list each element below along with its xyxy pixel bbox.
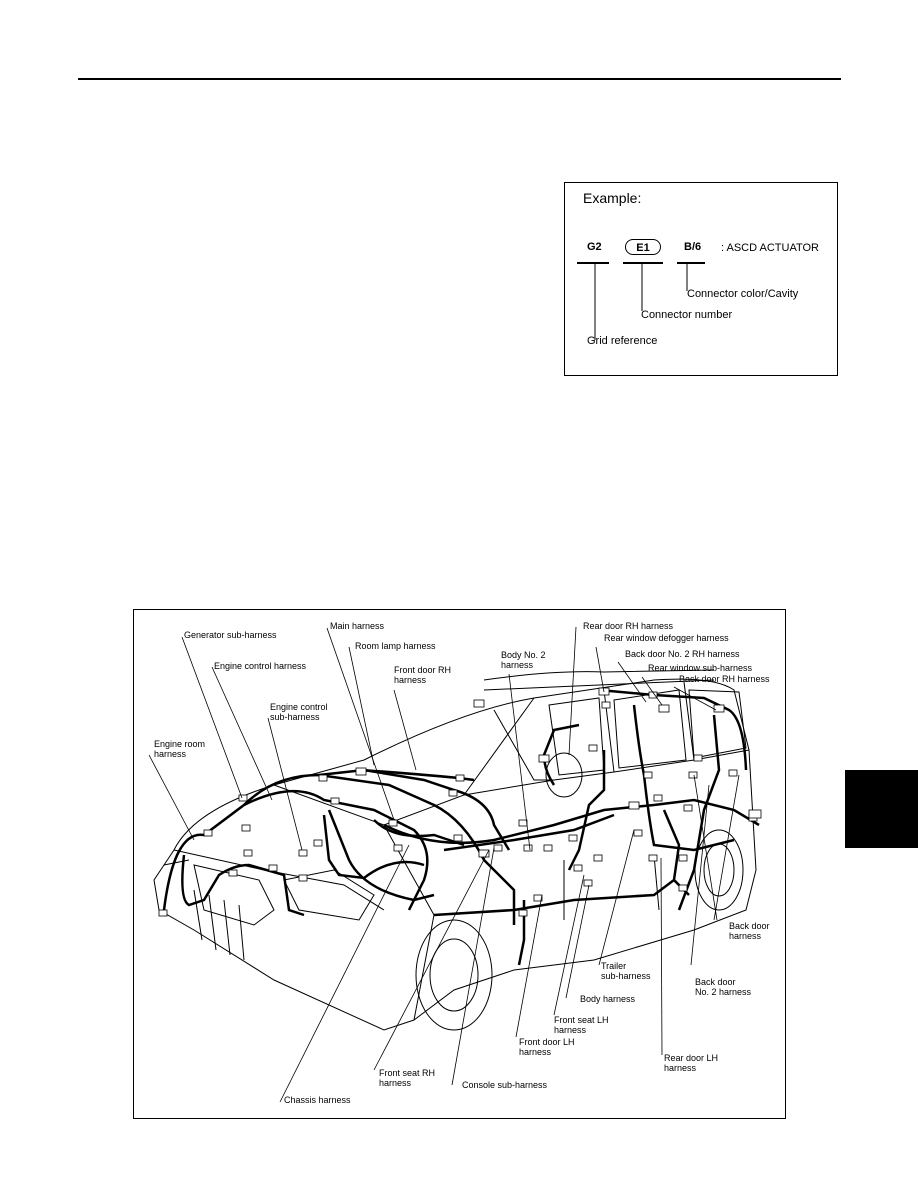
label-console-sub-harness: Console sub-harness	[462, 1080, 548, 1090]
label-back-door-no2-harness: Back door No. 2 harness	[695, 977, 752, 997]
example-box: Example: G2 E1 B/6 : ASCD ACTUATOR Conne…	[564, 182, 838, 376]
example-grid-code: G2	[587, 241, 602, 253]
label-back-door-harness: Back door harness	[729, 921, 770, 941]
label-front-seat-rh-harness: Front seat RH harness	[379, 1068, 436, 1088]
label-connector-number: Connector number	[641, 309, 733, 321]
label-chassis-harness: Chassis harness	[284, 1095, 351, 1105]
leader-lines	[148, 626, 740, 1103]
label-grid-reference: Grid reference	[587, 335, 658, 347]
label-rear-window-sub-harness: Rear window sub-harness	[648, 663, 753, 673]
example-title: Example:	[583, 190, 642, 206]
harness-layout-diagram: Generator sub-harness Main harness Room …	[133, 609, 786, 1119]
label-front-seat-lh-harness: Front seat LH harness	[554, 1015, 609, 1035]
label-engine-room-harness: Engine room harness	[154, 739, 206, 759]
label-rear-door-lh-harness: Rear door LH harness	[664, 1053, 719, 1073]
label-back-door-rh-harness: Back door RH harness	[679, 674, 770, 684]
label-front-door-lh-harness: Front door LH harness	[519, 1037, 575, 1057]
connector-markers	[158, 687, 762, 917]
label-engine-control-sub-harness: Engine control sub-harness	[270, 702, 328, 722]
label-trailer-sub-harness: Trailer sub-harness	[601, 961, 651, 981]
section-tab	[845, 770, 918, 848]
vehicle-illustration	[148, 626, 762, 1103]
label-back-door-no2-rh-harness: Back door No. 2 RH harness	[625, 649, 740, 659]
harness-routing	[162, 688, 760, 966]
label-engine-control-harness: Engine control harness	[214, 661, 307, 671]
example-connector-name: : ASCD ACTUATOR	[721, 242, 820, 254]
label-front-door-rh-harness: Front door RH harness	[394, 665, 452, 685]
example-connector-code: E1	[625, 239, 661, 255]
label-body-no2-harness: Body No. 2 harness	[501, 650, 546, 670]
header-rule	[78, 78, 841, 80]
example-leader-lines	[577, 262, 705, 340]
label-room-lamp-harness: Room lamp harness	[355, 641, 436, 651]
example-color-cavity-code: B/6	[684, 241, 702, 253]
label-body-harness: Body harness	[580, 994, 636, 1004]
label-generator-sub-harness: Generator sub-harness	[184, 630, 277, 640]
label-color-cavity: Connector color/Cavity	[687, 288, 799, 300]
label-rear-window-defogger-harness: Rear window defogger harness	[604, 633, 729, 643]
label-main-harness: Main harness	[330, 621, 385, 631]
label-rear-door-rh-harness: Rear door RH harness	[583, 621, 674, 631]
